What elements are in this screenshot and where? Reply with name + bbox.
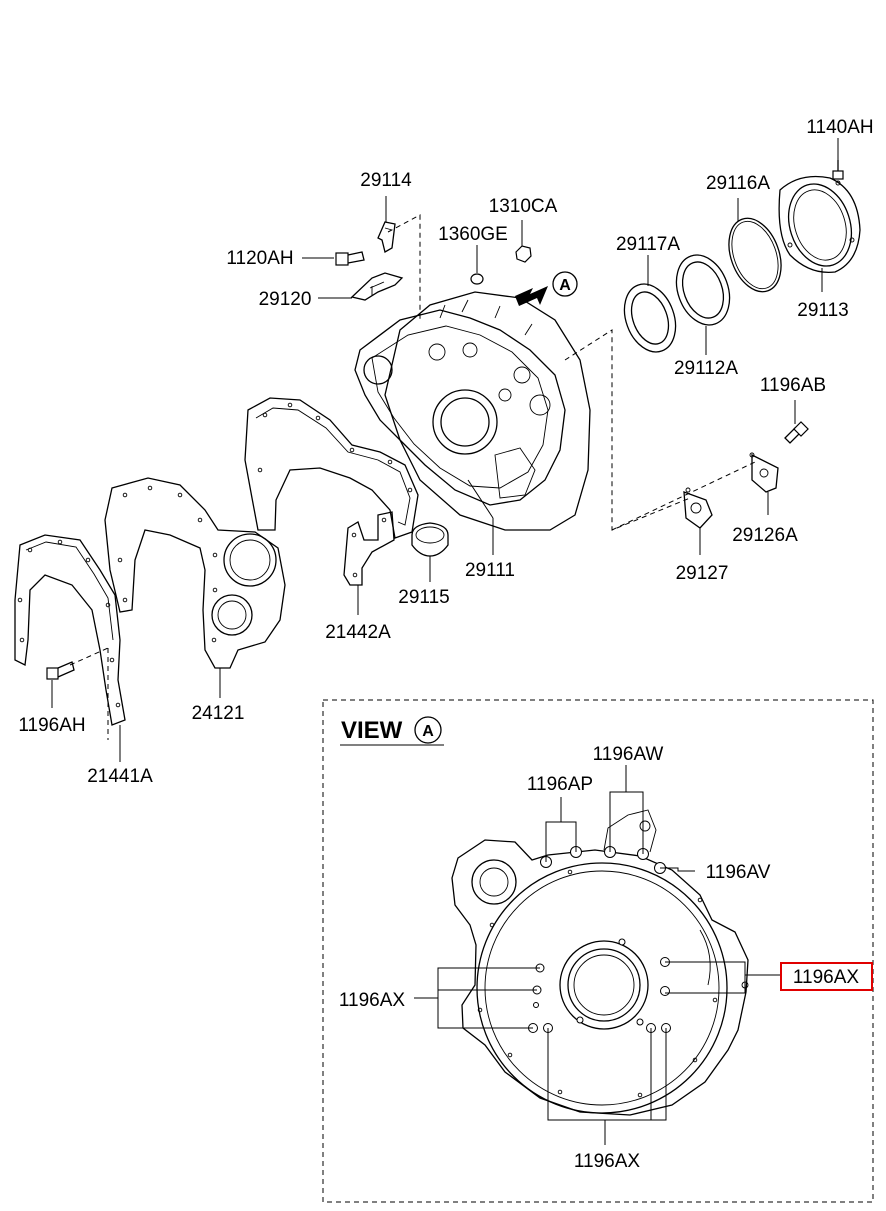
washer-1360GE	[470, 273, 484, 285]
bracket-29120	[350, 272, 404, 301]
label-29113: 29113	[797, 300, 848, 321]
label-1140AH: 1140AH	[806, 117, 873, 138]
label-1310CA: 1310CA	[489, 196, 558, 217]
label-29117A: 29117A	[616, 234, 680, 255]
view-label-1196AX-left: 1196AX	[339, 990, 406, 1011]
label-21442A: 21442A	[325, 622, 391, 643]
highlight-box	[780, 962, 873, 991]
view-label-1196AW: 1196AW	[593, 744, 664, 765]
plate-29127	[683, 487, 713, 529]
label-1360GE: 1360GE	[438, 224, 508, 245]
view-a-arrow: A	[515, 271, 578, 306]
gasket-21441A	[14, 534, 126, 726]
bolt-1120AH	[335, 251, 365, 266]
label-29112A: 29112A	[674, 358, 738, 379]
bolt-1196AH	[46, 661, 75, 680]
flywheel-housing-29111	[354, 291, 591, 531]
label-24121: 24121	[192, 703, 245, 724]
view-label-1196AX-bottom: 1196AX	[574, 1151, 641, 1172]
label-1196AH: 1196AH	[18, 715, 85, 736]
bracket-29114	[377, 221, 396, 253]
gasket-upper	[244, 397, 419, 539]
view-label-1196AX-right[interactable]: 1196AX	[793, 967, 860, 988]
label-29126A: 29126A	[732, 525, 798, 546]
view-label-1196AP: 1196AP	[527, 774, 593, 795]
bolt-1140AH	[832, 160, 844, 180]
view-title: VIEW	[341, 717, 403, 744]
oring-29116A	[728, 217, 782, 293]
plate-29126A	[749, 452, 779, 493]
label-29127: 29127	[676, 563, 729, 584]
view-label-1196AV: 1196AV	[706, 862, 771, 883]
label-21441A: 21441A	[87, 766, 153, 787]
label-1120AH: 1120AH	[226, 248, 293, 269]
view-a-frame	[322, 699, 874, 1203]
label-29116A: 29116A	[706, 173, 770, 194]
bolt-1196AB	[784, 421, 809, 444]
cover-29113	[778, 175, 861, 274]
label-1196AB: 1196AB	[760, 375, 826, 396]
label-29115: 29115	[398, 587, 449, 608]
plug-29115	[411, 522, 449, 557]
seal-29117A	[623, 283, 677, 353]
nut-1310CA	[515, 245, 532, 263]
view-title-letter: A	[422, 723, 434, 740]
gasket-21442A	[343, 511, 395, 586]
view-a-inset: VIEW A	[322, 699, 874, 1203]
seal-29112A	[675, 254, 731, 326]
cover-plate-24121	[104, 477, 286, 669]
label-29111: 29111	[465, 560, 515, 581]
label-29120: 29120	[259, 289, 312, 310]
label-29114: 29114	[360, 170, 412, 191]
view-marker-letter: A	[559, 277, 571, 294]
